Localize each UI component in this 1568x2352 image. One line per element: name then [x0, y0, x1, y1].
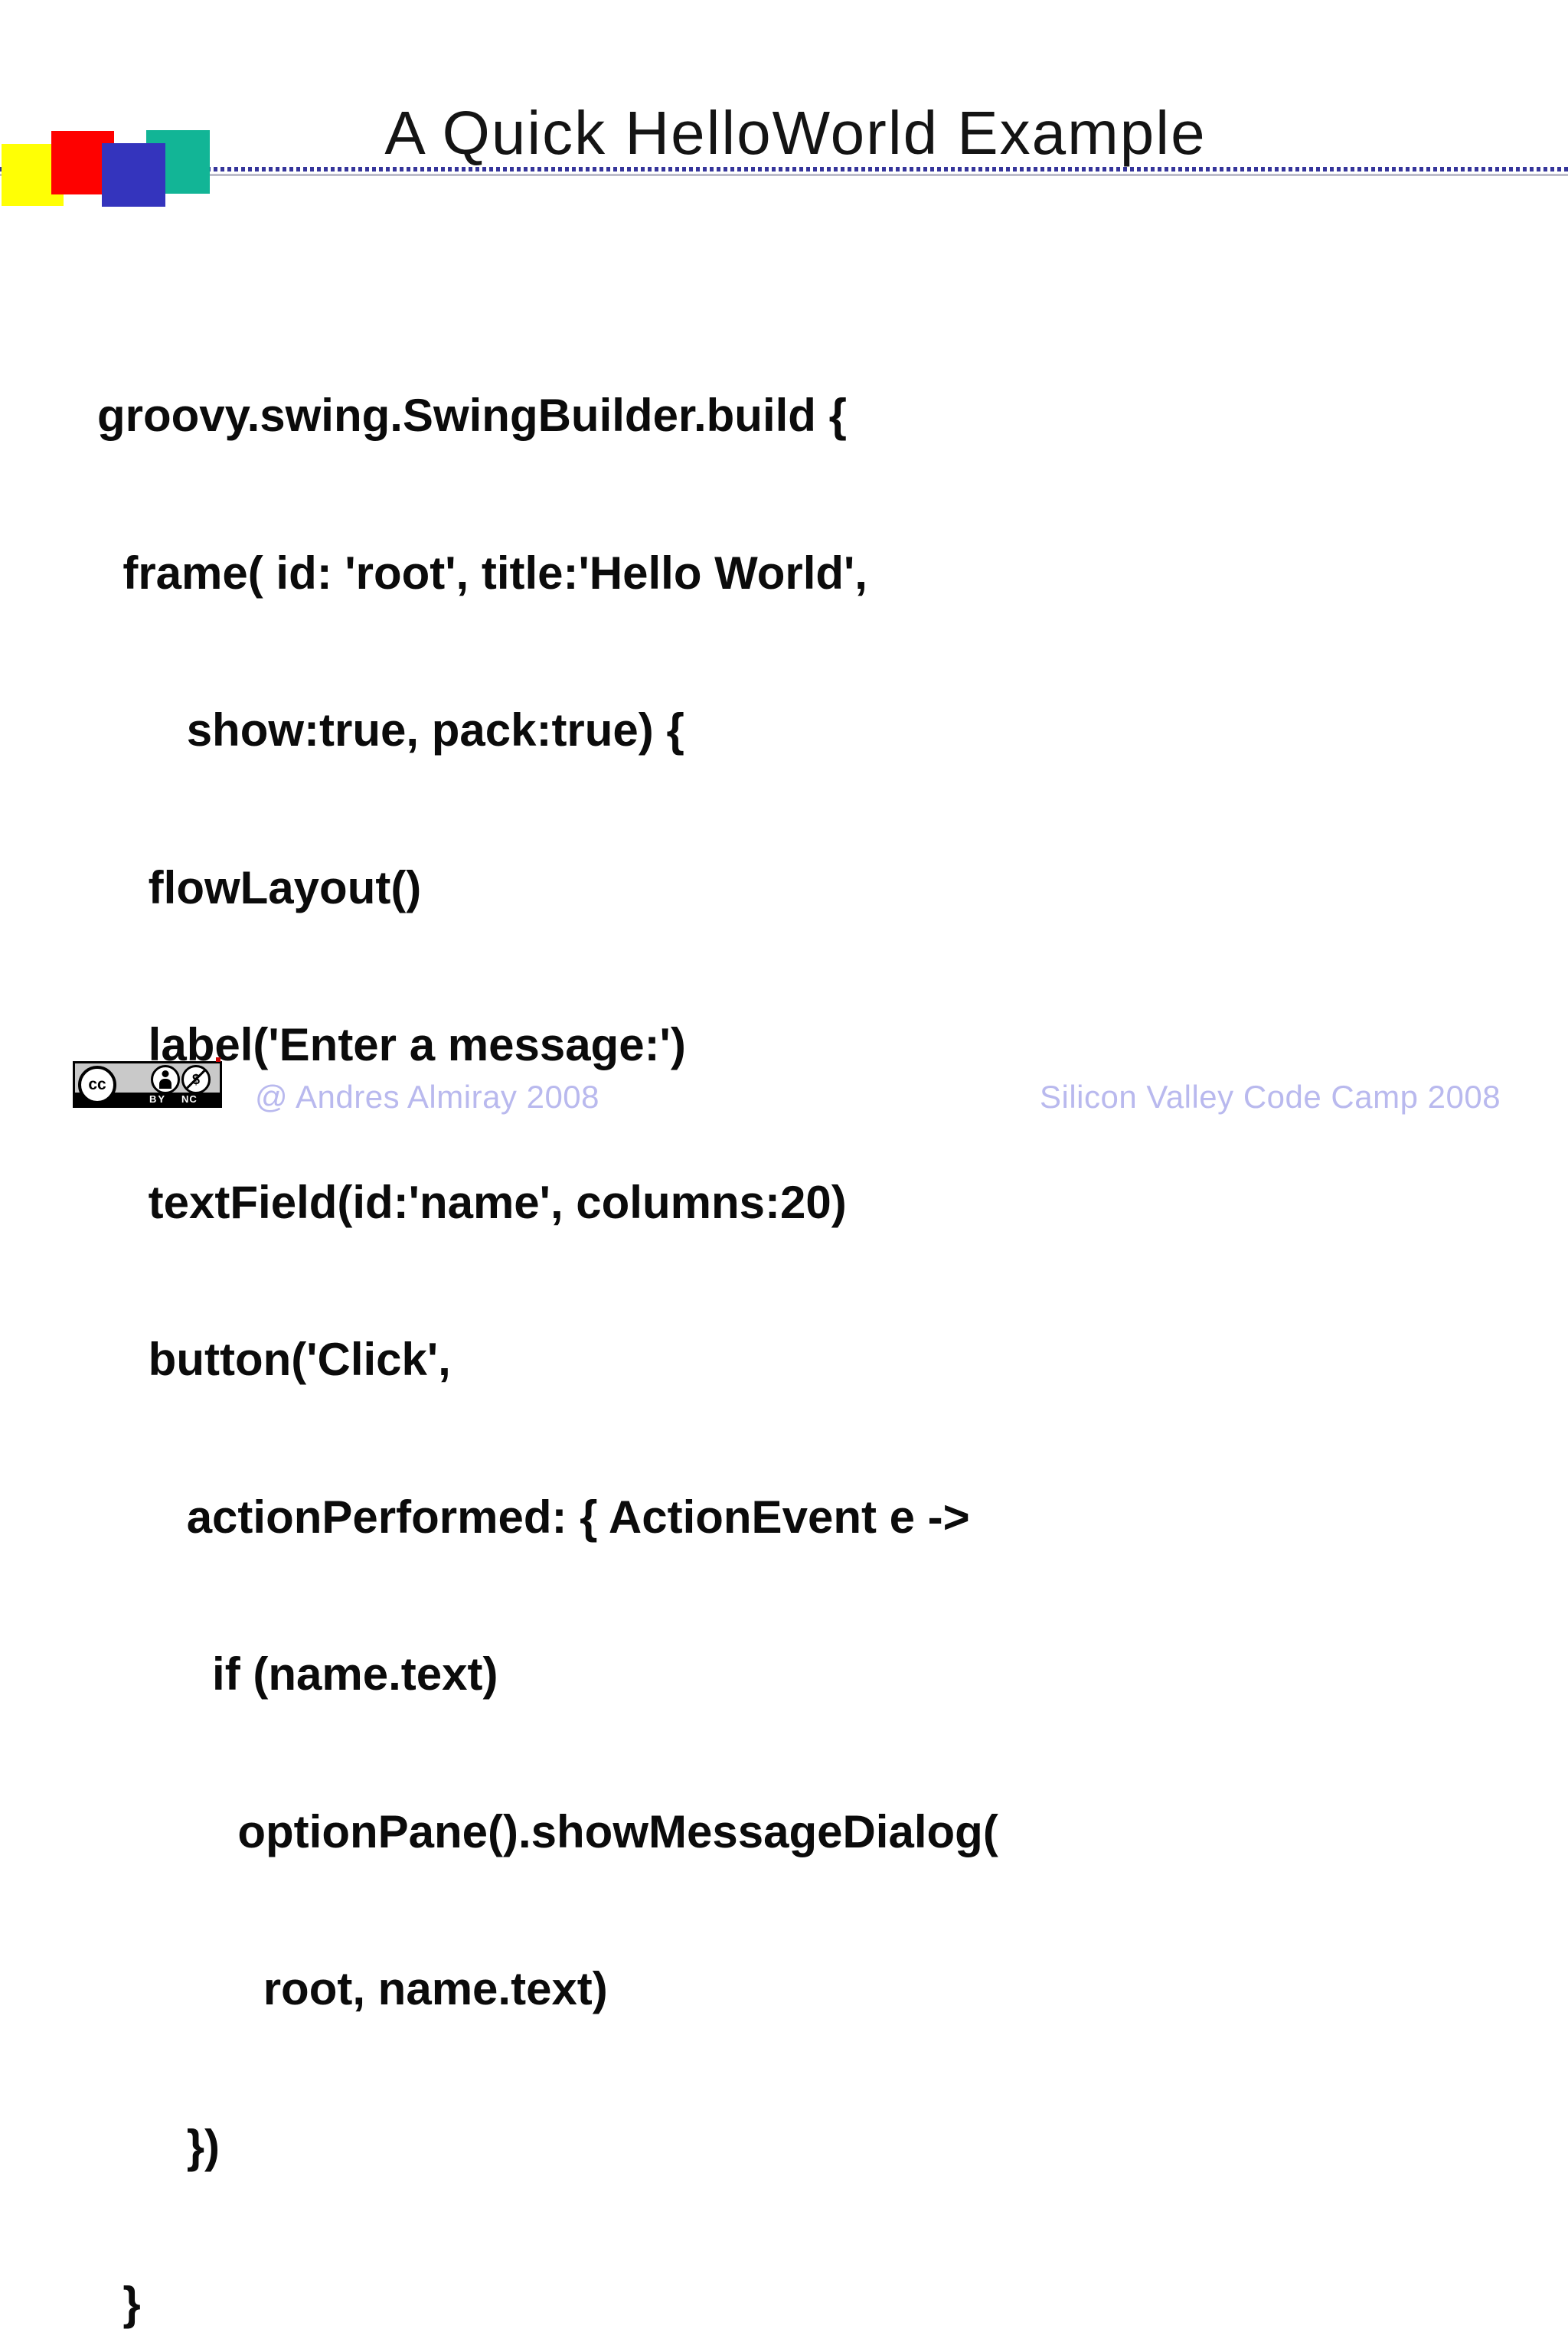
attribution-person-icon: [151, 1065, 180, 1094]
decor-square-blue: [102, 143, 165, 207]
cc-logo-icon: cc: [78, 1066, 116, 1104]
code-block: groovy.swing.SwingBuilder.build { frame(…: [97, 285, 998, 2352]
person-head: [162, 1070, 169, 1077]
cc-logo-text: cc: [88, 1076, 106, 1093]
code-line: }: [97, 2278, 141, 2329]
code-line: frame( id: 'root', title:'Hello World',: [97, 547, 867, 599]
code-line: groovy.swing.SwingBuilder.build {: [97, 390, 847, 441]
slide: A Quick HelloWorld Example groovy.swing.…: [0, 99, 1568, 2329]
license-by-label: BY: [149, 1093, 167, 1105]
code-line: root, name.text): [97, 1963, 608, 2014]
code-line: button('Click',: [97, 1334, 451, 1385]
author-credit: @ Andres Almiray 2008: [255, 1079, 600, 1115]
dollar-strike: [184, 1067, 208, 1092]
code-line: label('Enter a message:'): [97, 1019, 686, 1070]
event-credit: Silicon Valley Code Camp 2008: [1040, 1079, 1501, 1115]
badge-red-dot: [216, 1057, 220, 1062]
code-line: show:true, pack:true) {: [97, 704, 684, 756]
code-line: actionPerformed: { ActionEvent e ->: [97, 1491, 970, 1543]
title-underline-gray: [0, 174, 1568, 176]
code-line: if (name.text): [97, 1648, 498, 1700]
code-line: flowLayout(): [97, 861, 422, 913]
cc-license-badge: BY NC cc $: [73, 1057, 222, 1108]
code-line: }): [97, 2120, 220, 2172]
title-underline-dotted: [0, 167, 1568, 172]
non-commercial-icon: $: [181, 1065, 211, 1094]
license-nc-label: NC: [181, 1093, 198, 1105]
code-line: textField(id:'name', columns:20): [97, 1176, 847, 1228]
slide-title: A Quick HelloWorld Example: [384, 99, 1207, 167]
code-line: optionPane().showMessageDialog(: [97, 1805, 998, 1857]
person-body: [159, 1079, 172, 1089]
